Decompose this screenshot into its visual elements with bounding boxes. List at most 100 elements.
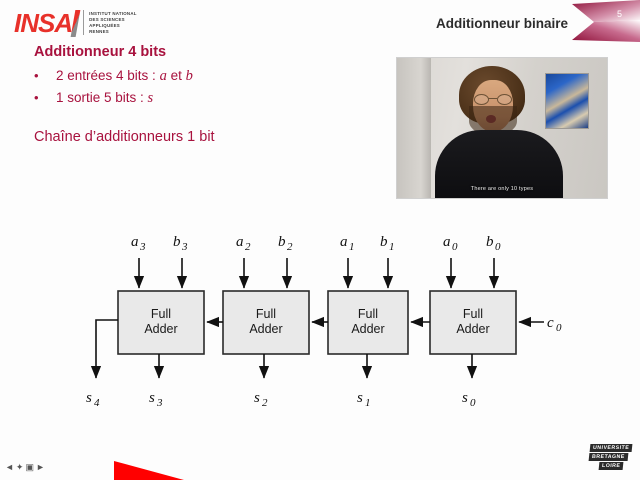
ubl-logo-line-3: LOIRE bbox=[598, 462, 624, 470]
block-2-label-line1: Full bbox=[256, 307, 276, 321]
label-a1-sub: 1 bbox=[349, 241, 355, 253]
video-subtitle-caption: There are only 10 types bbox=[470, 186, 534, 192]
label-b2-base: b bbox=[278, 234, 286, 250]
output-label-s3: s 3 bbox=[149, 390, 163, 409]
slide-page-number: 5 bbox=[616, 9, 622, 19]
input-label-a0: a 0 bbox=[443, 234, 458, 253]
bullet-1-prefix: 2 entrées 4 bits : bbox=[56, 68, 160, 83]
header-chevron-decoration bbox=[572, 0, 640, 42]
bullet-text: 1 sortie 5 bits : s bbox=[56, 90, 384, 107]
label-s0-sub: 0 bbox=[470, 397, 476, 409]
label-s4-base: s bbox=[86, 390, 92, 406]
input-label-b2: b 2 bbox=[278, 234, 293, 253]
presentation-nav-controls[interactable]: ◄ ✦ ▣ ► bbox=[5, 463, 45, 472]
label-s3-base: s bbox=[149, 390, 155, 406]
bullet-1-var-b: b bbox=[185, 68, 193, 84]
label-b0-sub: 0 bbox=[495, 241, 501, 253]
label-a0-sub: 0 bbox=[452, 241, 458, 253]
label-a2-base: a bbox=[236, 234, 244, 250]
ubl-logo-line-2: BRETAGNE bbox=[588, 453, 629, 461]
carry-in-label-c0: c 0 bbox=[547, 315, 562, 334]
label-a2-sub: 2 bbox=[245, 241, 251, 253]
output-label-s1: s 1 bbox=[357, 390, 371, 409]
label-b0-base: b bbox=[486, 234, 494, 250]
label-b3-sub: 3 bbox=[181, 241, 188, 253]
label-s2-base: s bbox=[254, 390, 260, 406]
insa-logo-wordmark: INSA bbox=[14, 8, 73, 38]
label-s0-base: s bbox=[462, 390, 468, 406]
input-label-b1: b 1 bbox=[380, 234, 395, 253]
video-person-mouth bbox=[486, 115, 496, 123]
label-s1-base: s bbox=[357, 390, 363, 406]
input-label-a1: a 1 bbox=[340, 234, 355, 253]
bullet-1-var-a: a bbox=[159, 68, 167, 84]
label-s3-sub: 3 bbox=[156, 397, 163, 409]
label-s4-sub: 4 bbox=[94, 397, 100, 409]
bullet-marker: • bbox=[34, 90, 39, 105]
wire-carry-out-s4 bbox=[90, 319, 118, 379]
block-2-label-line2: Adder bbox=[249, 322, 282, 336]
output-label-s4: s 4 bbox=[86, 390, 100, 409]
block-0-label-line2: Adder bbox=[456, 322, 489, 336]
insa-logo-bar bbox=[70, 10, 81, 37]
full-adder-block-2: Full Adder bbox=[222, 290, 310, 355]
label-b3-base: b bbox=[173, 234, 181, 250]
pen-tool-icon[interactable]: ✦ bbox=[15, 462, 24, 472]
label-c0-sub: 0 bbox=[556, 322, 562, 334]
input-label-a3: a 3 bbox=[131, 234, 146, 253]
label-b1-base: b bbox=[380, 234, 388, 250]
output-label-s2: s 2 bbox=[254, 390, 268, 409]
full-adder-block-3: Full Adder bbox=[117, 290, 205, 355]
ubl-logo-line-1: UNIVERSITE bbox=[589, 444, 633, 452]
input-label-b0: b 0 bbox=[486, 234, 501, 253]
prev-slide-icon[interactable]: ◄ bbox=[5, 462, 14, 472]
video-door-panel bbox=[397, 58, 431, 198]
content-text-block: Additionneur 4 bits • 2 entrées 4 bits :… bbox=[34, 44, 384, 145]
bullet-text: 2 entrées 4 bits : a et b bbox=[56, 68, 384, 85]
insa-logo: INSA INSTITUT NATIONAL DES SCIENCES APPL… bbox=[14, 10, 137, 37]
footer-red-triangle-decoration bbox=[114, 461, 184, 480]
block-1-label-line1: Full bbox=[358, 307, 378, 321]
full-adder-block-1: Full Adder bbox=[327, 290, 409, 355]
bullet-1-middle: et bbox=[166, 68, 186, 83]
label-a0-base: a bbox=[443, 234, 451, 250]
next-slide-icon[interactable]: ► bbox=[35, 462, 45, 472]
block-3-label-line2: Adder bbox=[144, 322, 177, 336]
label-b1-sub: 1 bbox=[389, 241, 395, 253]
bullet-2-prefix: 1 sortie 5 bits : bbox=[56, 90, 148, 105]
video-person-torso bbox=[435, 130, 563, 198]
header-title: Additionneur binaire bbox=[435, 16, 568, 31]
content-subtitle: Chaîne d’additionneurs 1 bit bbox=[34, 129, 215, 145]
content-title: Additionneur 4 bits bbox=[34, 44, 167, 60]
input-label-b3: b 3 bbox=[173, 234, 188, 253]
insa-logo-line-2: DES SCIENCES bbox=[89, 17, 125, 22]
insa-logo-line-4: RENNES bbox=[89, 29, 109, 34]
output-label-s0: s 0 bbox=[462, 390, 476, 409]
bullet-item-1: • 2 entrées 4 bits : a et b bbox=[34, 68, 384, 85]
video-thumbnail[interactable]: There are only 10 types bbox=[396, 57, 608, 199]
block-3-label-line1: Full bbox=[151, 307, 171, 321]
full-adder-block-0: Full Adder bbox=[429, 290, 517, 355]
universite-bretagne-loire-logo: UNIVERSITE BRETAGNE LOIRE bbox=[570, 444, 633, 470]
bullet-item-2: • 1 sortie 5 bits : s bbox=[34, 90, 384, 107]
screen-toggle-icon[interactable]: ▣ bbox=[25, 462, 34, 472]
label-b2-sub: 2 bbox=[287, 241, 293, 253]
video-wall-poster bbox=[545, 73, 589, 129]
slide-header: INSA INSTITUT NATIONAL DES SCIENCES APPL… bbox=[0, 0, 640, 46]
bullet-2-var-s: s bbox=[147, 90, 154, 106]
label-a1-base: a bbox=[340, 234, 348, 250]
insa-logo-subtitle: INSTITUT NATIONAL DES SCIENCES APPLIQUÉE… bbox=[83, 10, 137, 35]
label-s1-sub: 1 bbox=[365, 397, 371, 409]
block-1-label-line2: Adder bbox=[351, 322, 384, 336]
label-a3-sub: 3 bbox=[139, 241, 146, 253]
glasses-icon bbox=[473, 94, 513, 105]
block-0-label-line1: Full bbox=[463, 307, 483, 321]
full-adder-chain-diagram: Full Adder Full Adder Full Adder Full Ad… bbox=[0, 200, 640, 430]
label-c0-base: c bbox=[547, 315, 554, 331]
label-s2-sub: 2 bbox=[262, 397, 268, 409]
bullet-marker: • bbox=[34, 68, 39, 83]
label-a3-base: a bbox=[131, 234, 139, 250]
insa-logo-line-3: APPLIQUÉES bbox=[89, 23, 120, 28]
insa-logo-line-1: INSTITUT NATIONAL bbox=[89, 11, 137, 16]
